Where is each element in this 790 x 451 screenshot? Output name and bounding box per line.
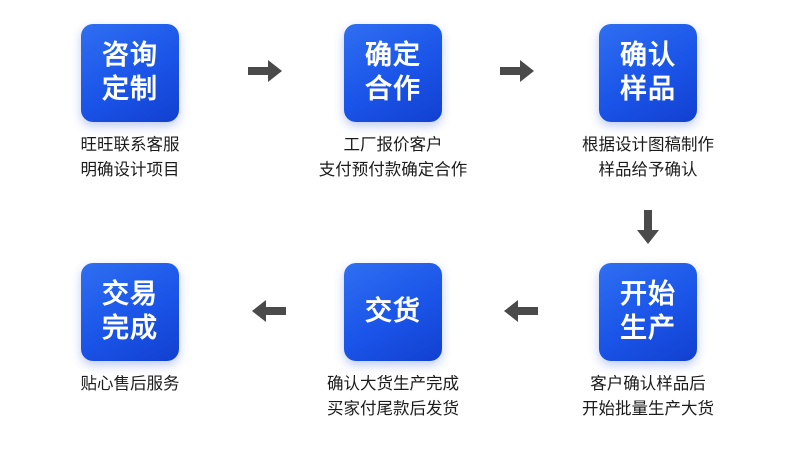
step-box: 交易 完成 bbox=[81, 263, 179, 361]
arrow-left-icon bbox=[250, 300, 286, 322]
desc-line: 根据设计图稿制作 bbox=[582, 135, 714, 154]
step-description: 贴心售后服务 bbox=[81, 371, 180, 396]
step-start-production: 开始 生产 客户确认样品后 开始批量生产大货 bbox=[538, 263, 758, 421]
desc-line: 客户确认样品后 bbox=[590, 374, 706, 393]
arrow-down-icon bbox=[637, 210, 659, 246]
step-title: 交货 bbox=[365, 296, 421, 327]
step-delivery: 交货 确认大货生产完成 买家付尾款后发货 bbox=[283, 263, 503, 421]
step-box: 确定 合作 bbox=[344, 24, 442, 122]
desc-line: 工厂报价客户 bbox=[343, 135, 443, 154]
step-description: 确认大货生产完成 买家付尾款后发货 bbox=[327, 371, 459, 421]
arrow-right-icon bbox=[248, 60, 284, 82]
desc-line: 样品给予确认 bbox=[598, 160, 698, 179]
arrow-left-icon bbox=[502, 300, 538, 322]
desc-line: 明确设计项目 bbox=[80, 160, 180, 179]
step-description: 旺旺联系客服 明确设计项目 bbox=[81, 132, 180, 182]
step-title: 咨询 定制 bbox=[102, 40, 158, 105]
step-box: 咨询 定制 bbox=[81, 24, 179, 122]
desc-line: 确认大货生产完成 bbox=[327, 374, 459, 393]
arrow-right-icon bbox=[500, 60, 536, 82]
step-title: 确认 样品 bbox=[620, 40, 676, 105]
desc-line: 买家付尾款后发货 bbox=[327, 399, 459, 418]
desc-line: 旺旺联系客服 bbox=[80, 135, 180, 154]
step-title: 确定 合作 bbox=[365, 40, 421, 105]
step-description: 工厂报价客户 支付预付款确定合作 bbox=[319, 132, 468, 182]
step-transaction-complete: 交易 完成 贴心售后服务 bbox=[20, 263, 240, 396]
step-box: 开始 生产 bbox=[599, 263, 697, 361]
step-box: 交货 bbox=[344, 263, 442, 361]
step-title: 开始 生产 bbox=[620, 279, 676, 344]
step-description: 根据设计图稿制作 样品给予确认 bbox=[582, 132, 714, 182]
step-confirm-sample: 确认 样品 根据设计图稿制作 样品给予确认 bbox=[538, 24, 758, 182]
desc-line: 开始批量生产大货 bbox=[582, 399, 714, 418]
step-confirm-cooperation: 确定 合作 工厂报价客户 支付预付款确定合作 bbox=[283, 24, 503, 182]
step-box: 确认 样品 bbox=[599, 24, 697, 122]
step-description: 客户确认样品后 开始批量生产大货 bbox=[582, 371, 714, 421]
desc-line: 贴心售后服务 bbox=[80, 374, 180, 393]
step-consult-customize: 咨询 定制 旺旺联系客服 明确设计项目 bbox=[20, 24, 240, 182]
desc-line: 支付预付款确定合作 bbox=[318, 160, 468, 179]
step-title: 交易 完成 bbox=[102, 279, 158, 344]
